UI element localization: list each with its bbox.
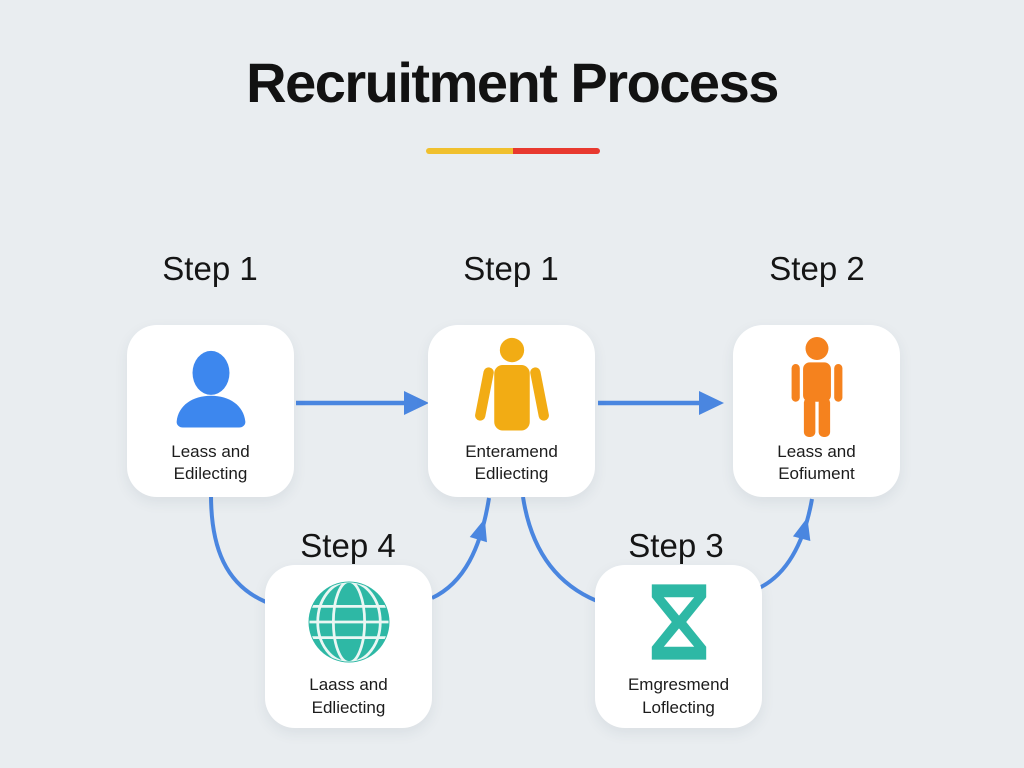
card-caption: Emgresmend Loflecting <box>627 675 730 717</box>
step-label-1-middle: Step 1 <box>463 250 559 287</box>
divider-red-segment <box>513 148 600 154</box>
card-caption: Laass and Edliecting <box>309 675 388 717</box>
icon-box <box>776 336 858 437</box>
card-caption: Leass and Edilecting <box>171 441 250 483</box>
icon-box <box>167 337 255 437</box>
arrowhead-right-1 <box>404 391 429 415</box>
step-label-1-left: Step 1 <box>162 250 258 287</box>
card-caption: Leass and Eofiument <box>777 441 856 483</box>
icon-box <box>303 574 395 670</box>
card-step3: Emgresmend Loflecting <box>595 565 762 728</box>
card-step4: Laass and Edliecting <box>265 565 432 728</box>
step-label-4: Step 4 <box>300 527 396 564</box>
person-bust-icon <box>176 350 245 428</box>
title-divider <box>426 148 600 154</box>
curve-step4-to-middle <box>431 497 491 600</box>
step-label-2: Step 2 <box>769 250 865 287</box>
hourglass-icon <box>651 584 706 660</box>
card-step1-middle: Enteramend Edliecting <box>428 325 595 497</box>
arrowhead-up-right <box>792 517 811 542</box>
arrowhead-up-left <box>469 518 487 543</box>
card-step2: Leass and Eofiument <box>733 325 900 497</box>
icon-box <box>465 337 559 437</box>
person-standing-icon <box>474 337 549 431</box>
curve-middle-to-step3 <box>521 496 598 603</box>
curve-step1-to-step4 <box>209 494 267 604</box>
step-label-3: Step 3 <box>628 527 724 564</box>
globe-icon <box>308 581 389 663</box>
card-caption: Enteramend Edliecting <box>465 441 558 483</box>
arrowhead-right-2 <box>699 391 724 415</box>
page-title: Recruitment Process <box>246 51 779 114</box>
card-step1-left: Leass and Edilecting <box>127 325 294 497</box>
divider-yellow-segment <box>426 148 513 154</box>
icon-box <box>638 574 720 670</box>
curve-step3-to-step2 <box>756 498 814 591</box>
person-figure-icon <box>791 336 842 437</box>
